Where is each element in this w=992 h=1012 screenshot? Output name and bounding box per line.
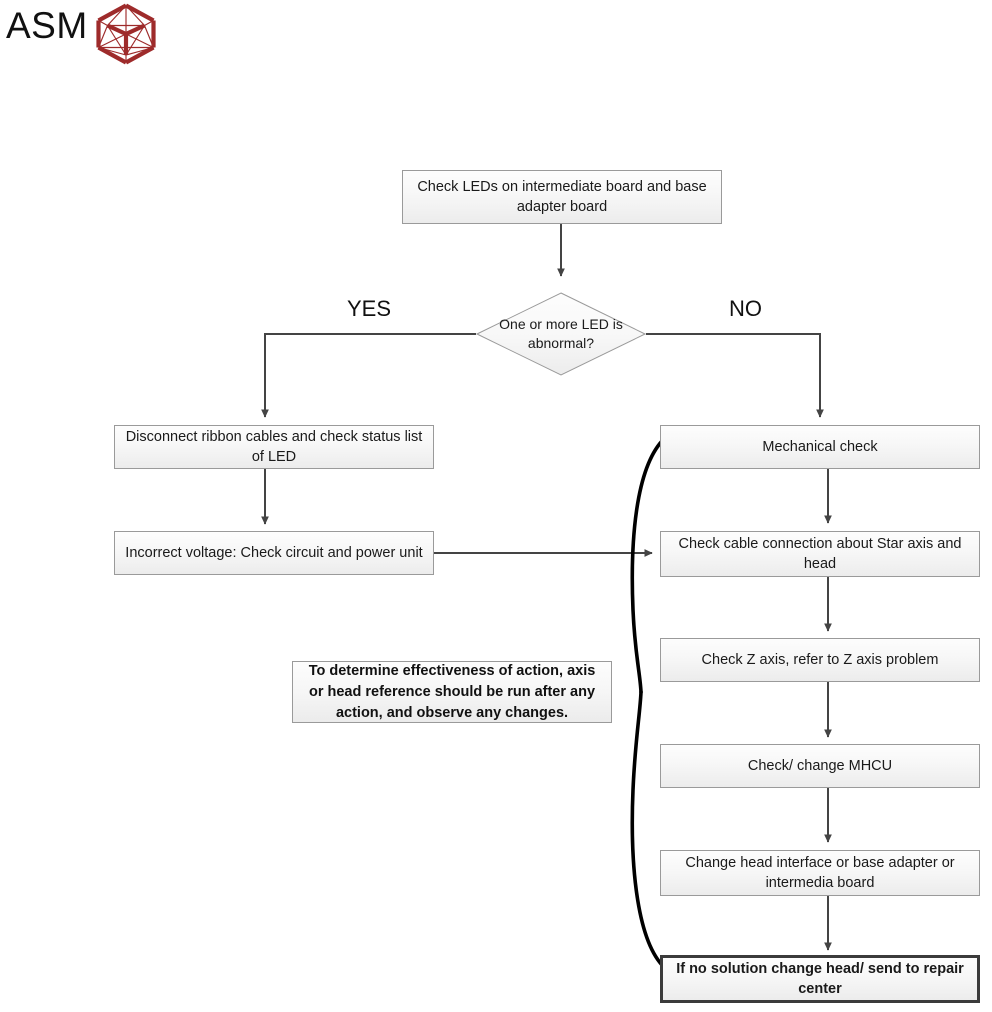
branch-label-no: NO <box>729 296 762 321</box>
decision-diamond-shape <box>475 292 647 376</box>
node-mechanical-check[interactable]: Mechanical check <box>660 425 980 469</box>
note-brace <box>630 439 664 967</box>
node-check-mhcu[interactable]: Check/ change MHCU <box>660 744 980 788</box>
node-change-head-interface[interactable]: Change head interface or base adapter or… <box>660 850 980 896</box>
node-check-leds[interactable]: Check LEDs on intermediate board and bas… <box>402 170 722 224</box>
asm-polyhedron-icon <box>96 3 156 65</box>
node-check-z-axis[interactable]: Check Z axis, refer to Z axis problem <box>660 638 980 682</box>
node-check-mhcu-label: Check/ change MHCU <box>747 758 893 774</box>
link-decision-yes <box>261 333 476 418</box>
node-check-z-axis-label: Check Z axis, refer to Z axis problem <box>701 652 939 668</box>
brand-name: ASM <box>6 5 88 46</box>
node-disconnect-ribbon-label: Disconnect ribbon cables and check statu… <box>125 429 423 465</box>
node-check-leds-label: Check LEDs on intermediate board and bas… <box>417 179 707 215</box>
node-no-solution-label: If no solution change head/ send to repa… <box>676 961 964 997</box>
branch-label-yes: YES <box>347 296 392 321</box>
link-decision-no <box>646 333 824 418</box>
node-change-head-interface-label: Change head interface or base adapter or… <box>685 855 955 891</box>
node-disconnect-ribbon[interactable]: Disconnect ribbon cables and check statu… <box>114 425 434 469</box>
node-check-cable[interactable]: Check cable connection about Star axis a… <box>660 531 980 577</box>
node-no-solution[interactable]: If no solution change head/ send to repa… <box>660 955 980 1003</box>
node-incorrect-voltage[interactable]: Incorrect voltage: Check circuit and pow… <box>114 531 434 575</box>
node-check-cable-label: Check cable connection about Star axis a… <box>678 536 962 572</box>
brand-logo: ASM <box>0 0 180 70</box>
node-mechanical-check-label: Mechanical check <box>762 439 878 455</box>
note-effectiveness: To determine effectiveness of action, ax… <box>292 661 612 723</box>
note-effectiveness-label: To determine effectiveness of action, ax… <box>308 662 596 721</box>
node-incorrect-voltage-label: Incorrect voltage: Check circuit and pow… <box>125 545 423 561</box>
node-led-abnormal[interactable]: One or more LED is abnormal? <box>475 292 647 376</box>
